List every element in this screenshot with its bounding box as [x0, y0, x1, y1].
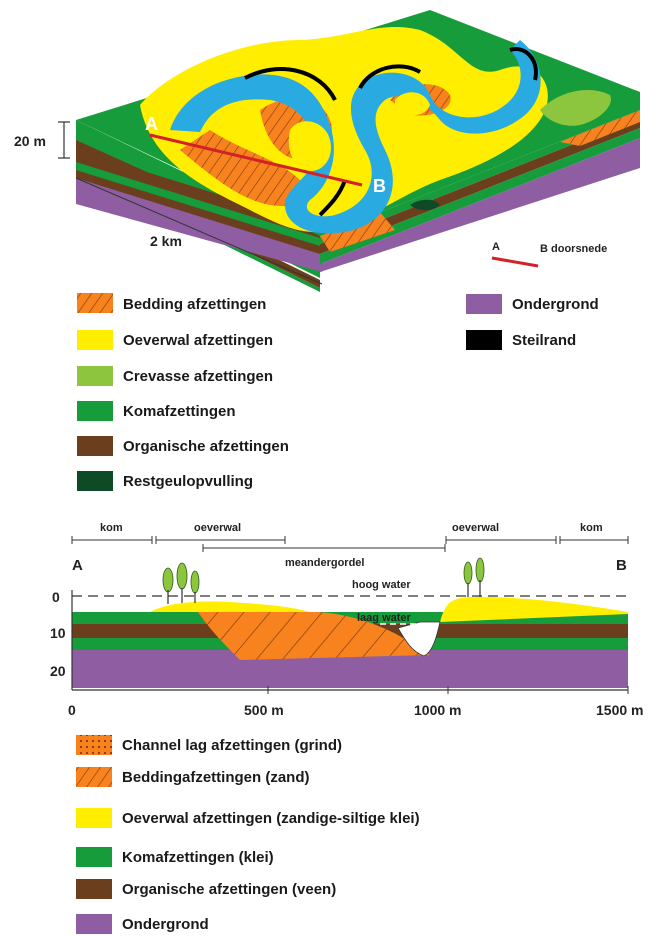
legend-swatch-oeverwal: [76, 808, 112, 828]
section-legend-line: [491, 256, 539, 268]
legend-label: Bedding afzettingen: [123, 296, 266, 313]
trees-left: [162, 562, 200, 604]
zone-meandergordel: meandergordel: [285, 557, 364, 569]
meander-inner-lobe: [288, 121, 331, 171]
steep-bank-4: [318, 179, 347, 217]
legend-label: Ondergrond: [512, 296, 599, 313]
legend-swatch-channel-lag: [76, 735, 112, 755]
block-front-left-face: [76, 120, 322, 292]
zone-oeverwal-left: oeverwal: [194, 522, 241, 534]
legend-swatch-ondergrond: [76, 914, 112, 934]
legend-label: Crevasse afzettingen: [123, 368, 273, 385]
legend-swatch-organisch: [77, 436, 113, 456]
legend-label: Restgeulopvulling: [123, 473, 253, 490]
zone-kom-left: kom: [100, 522, 123, 534]
legend-swatch-bedding: [76, 767, 112, 787]
legend-label: Oeverwal afzettingen: [123, 332, 273, 349]
river-channel: [170, 40, 541, 234]
channel: [397, 621, 441, 657]
levee-left: [150, 601, 310, 612]
point-a-label: A: [145, 114, 158, 134]
legend-swatch-crevasse: [77, 366, 113, 386]
steep-bank-3: [509, 47, 538, 81]
legend-label: Steilrand: [512, 332, 576, 349]
legend-swatch-kom: [77, 401, 113, 421]
distance-tick: 1500 m: [596, 702, 643, 718]
block-diagram: 20 m 2 km A B A B doorsnede: [14, 10, 640, 292]
legend-swatch-kom: [76, 847, 112, 867]
legend-label: Beddingafzettingen (zand): [122, 769, 310, 786]
legend-label: Organische afzettingen: [123, 438, 289, 455]
point-b-label: B: [373, 176, 386, 196]
steep-bank-1: [244, 67, 337, 101]
trees-right: [463, 557, 485, 597]
width-label: 2 km: [150, 233, 182, 249]
legend-swatch-restgeul: [77, 471, 113, 491]
zone-kom-right: kom: [580, 522, 603, 534]
depth-tick: 20: [50, 663, 66, 679]
legend-swatch-ondergrond: [466, 294, 502, 314]
section-legend-b: B doorsnede: [540, 243, 607, 255]
legend-swatch-steilrand: [466, 330, 502, 350]
legend-swatch-organisch: [76, 879, 112, 899]
steep-bank-2: [358, 64, 422, 90]
section-legend-a: A: [492, 241, 500, 253]
cross-section: kom oeverwal meandergordel oeverwal kom …: [50, 522, 643, 718]
high-water-label: hoog water: [352, 579, 411, 591]
legend-label: Ondergrond: [122, 916, 209, 933]
height-label: 20 m: [14, 133, 46, 149]
legend-swatch-bedding: [77, 293, 113, 313]
legend-label: Komafzettingen: [123, 403, 236, 420]
legend-label: Organische afzettingen (veen): [122, 881, 336, 898]
width-line: [75, 177, 323, 285]
legend-bottom: Channel lag afzettingen (grind) Beddinga…: [76, 735, 420, 934]
depth-tick: 0: [52, 589, 60, 605]
residual-channel: [410, 199, 440, 211]
legend-label: Oeverwal afzettingen (zandige-siltige kl…: [122, 810, 420, 827]
zone-oeverwal-right: oeverwal: [452, 522, 499, 534]
section-label-a: A: [72, 557, 83, 574]
section-line: [149, 133, 363, 187]
distance-tick: 1000 m: [414, 702, 461, 718]
distance-tick: 0: [68, 702, 76, 718]
low-water-label: laag water: [357, 612, 412, 624]
block-front-right-face: [320, 110, 640, 272]
legend-label: Komafzettingen (klei): [122, 849, 274, 866]
legend-top: Bedding afzettingen Oeverwal afzettingen…: [77, 293, 599, 491]
section-label-b: B: [616, 557, 627, 574]
crevasse-splay: [540, 90, 611, 126]
legend-label: Channel lag afzettingen (grind): [122, 737, 342, 754]
distance-tick: 500 m: [244, 702, 284, 718]
levee-right: [440, 596, 628, 622]
legend-swatch-oeverwal: [77, 330, 113, 350]
depth-tick: 10: [50, 625, 66, 641]
meander-inner-lobe-2: [395, 92, 430, 116]
bedding-deposits: [198, 612, 430, 660]
